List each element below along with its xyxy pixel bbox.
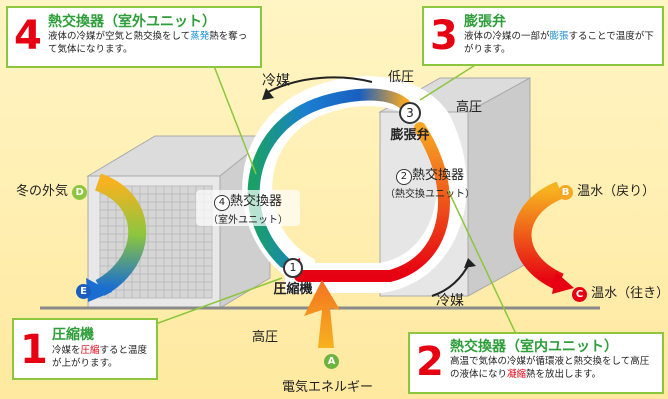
low-pressure-label: 低圧 <box>388 70 415 85</box>
circle-A: A <box>324 354 339 369</box>
callout-title: 圧縮機 <box>52 327 94 343</box>
callout-title: 熱交換器（室内ユニット） <box>450 339 618 355</box>
electric-energy-arrow <box>304 280 340 348</box>
callout-3-expansion-valve: 3 膨張弁 液体の冷媒の一部が膨張することで温度が下がります。 <box>422 6 664 66</box>
supply-water-label: C 温水（往き） <box>572 282 668 302</box>
callout-2-indoor-exchanger: 2 熱交換器（室内ユニット） 高温で気体の冷媒が循環液と熱交換をして高圧の液体に… <box>408 332 664 394</box>
callout-title: 膨張弁 <box>464 14 506 30</box>
pointer-2 <box>447 189 517 335</box>
callout-description: 液体の冷媒の一部が膨張することで温度が下がります。 <box>464 31 654 55</box>
callout-description: 冷媒を圧縮すると温度が上がります。 <box>52 345 148 369</box>
refrigerant-label-bottom: 冷媒 <box>436 293 464 309</box>
circle-D: D <box>72 185 88 200</box>
pointer-3 <box>419 61 481 101</box>
callout-number: 1 <box>20 327 48 373</box>
circle-C: C <box>572 287 587 302</box>
winter-air-label: 冬の外気 D <box>16 180 88 200</box>
water-flow <box>513 181 565 291</box>
indoor-exchanger-sub: （熱交換ユニット） <box>385 189 475 200</box>
arrow-refrigerant-top <box>267 76 373 93</box>
outdoor-exchanger-sub: （室外ユニット） <box>208 215 288 226</box>
callout-number: 4 <box>14 13 42 59</box>
compressor-marker: 1 圧縮機 <box>266 258 320 297</box>
outdoor-fan-grille <box>99 185 213 299</box>
expansion-valve-number: 3 <box>399 102 421 124</box>
expansion-valve-marker: 3 膨張弁 <box>380 102 440 143</box>
callout-description: 高温で気体の冷媒が循環液と熱交換をして高圧の液体になり凝縮熱を放出します。 <box>450 356 650 380</box>
expansion-valve-label: 膨張弁 <box>390 128 430 143</box>
callout-number: 3 <box>430 13 458 59</box>
high-pressure-label-top: 高圧 <box>456 100 483 115</box>
electric-energy-label: 電気エネルギー <box>282 380 374 395</box>
refrigerant-label-top: 冷媒 <box>262 73 290 89</box>
high-pressure-label-bottom: 高圧 <box>252 330 279 345</box>
compressor-label: 圧縮機 <box>273 282 313 297</box>
circle-E: E <box>76 284 91 299</box>
callout-title: 熱交換器（室外ユニット） <box>48 14 216 30</box>
callout-description: 液体の冷媒が空気と熱交換をして蒸発熱を奪って気体になります。 <box>48 31 248 55</box>
outdoor-air-flow <box>94 173 147 296</box>
pointer-4 <box>213 65 257 175</box>
callout-number: 2 <box>416 339 444 385</box>
return-water-label: B 温水（戻り） <box>558 180 655 200</box>
compressor-number: 1 <box>283 258 303 278</box>
callout-1-compressor: 1 圧縮機 冷媒を圧縮すると温度が上がります。 <box>12 318 158 380</box>
circle-B: B <box>558 185 573 200</box>
pointer-1 <box>149 277 283 327</box>
callout-4-outdoor-exchanger: 4 熱交換器（室外ユニット） 液体の冷媒が空気と熱交換をして蒸発熱を奪って気体に… <box>6 6 262 68</box>
